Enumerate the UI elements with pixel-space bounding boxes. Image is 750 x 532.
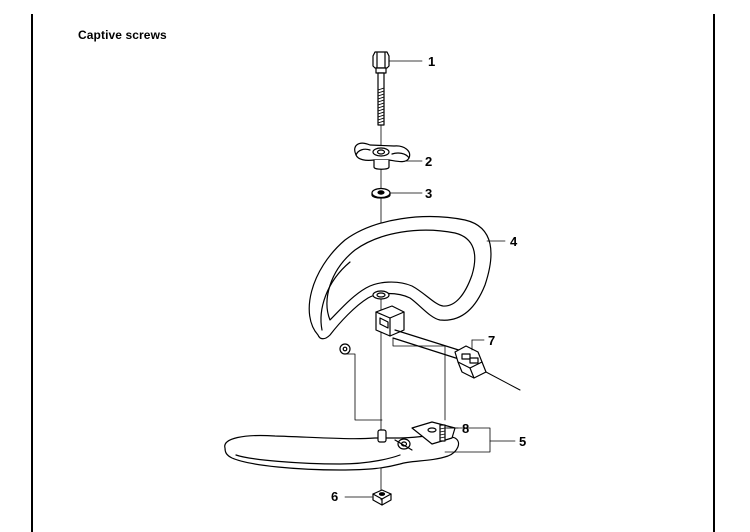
stud-part	[439, 424, 446, 442]
shaft-clamp-part	[392, 329, 521, 391]
leader-lines	[344, 60, 516, 498]
frame-right-border	[713, 14, 715, 532]
callout-label-5: 5	[519, 434, 526, 449]
callout-label-1: 1	[428, 54, 435, 69]
callout-label-4: 4	[510, 234, 518, 249]
leader-line-5-bracket	[444, 427, 491, 453]
frame-left-border	[31, 14, 33, 532]
square-nut-part	[372, 489, 392, 506]
washer-part	[371, 187, 391, 199]
handle-loop-part	[308, 216, 492, 355]
callout-label-2: 2	[425, 154, 432, 169]
callout-label-6: 6	[331, 489, 338, 504]
diagram-title: Captive screws	[78, 28, 167, 42]
lower-bracket-part	[224, 421, 460, 471]
bolt-part	[372, 51, 390, 126]
callout-label-3: 3	[425, 186, 432, 201]
wing-knob-part	[354, 142, 411, 170]
callout-label-7: 7	[488, 333, 495, 348]
alignment-guides	[344, 337, 446, 421]
callout-label-8: 8	[462, 421, 469, 436]
